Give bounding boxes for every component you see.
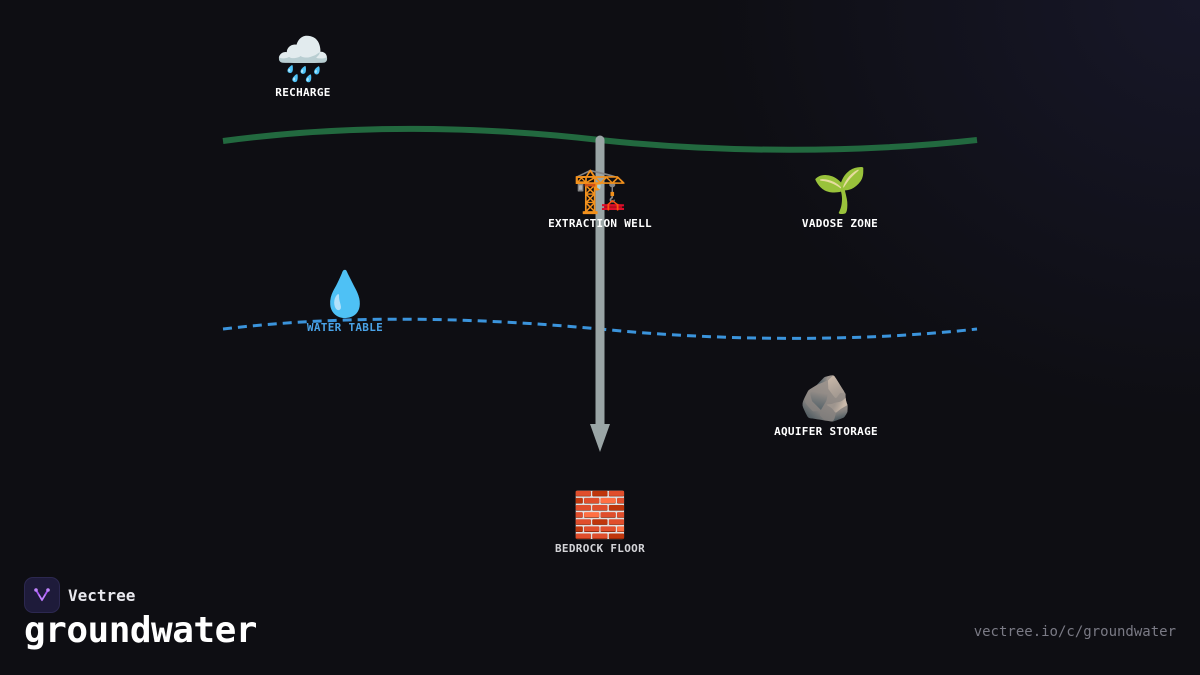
brand-name: Vectree xyxy=(68,585,136,605)
node-label-recharge: RECHARGE xyxy=(275,86,331,99)
node-label-water-table: WATER TABLE xyxy=(306,321,384,334)
node-bedrock-floor: 🧱 BEDROCK FLOOR xyxy=(555,490,645,555)
node-label-bedrock-floor: BEDROCK FLOOR xyxy=(555,542,645,555)
node-water-table: 💧 WATER TABLE xyxy=(307,269,383,334)
seedling-icon: 🌱 xyxy=(812,165,868,216)
vectree-logo-icon xyxy=(24,577,60,613)
node-aquifer-storage: 🪨 AQUIFER STORAGE xyxy=(774,373,878,438)
brand[interactable]: Vectree xyxy=(24,577,135,613)
rock-icon: 🪨 xyxy=(798,373,854,424)
node-label-aquifer-storage: AQUIFER STORAGE xyxy=(774,425,878,438)
node-extraction-well: 🏗️ EXTRACTION WELL xyxy=(548,165,652,230)
page-url[interactable]: vectree.io/c/groundwater xyxy=(973,624,1176,640)
node-label-extraction-well: EXTRACTION WELL xyxy=(548,217,652,230)
node-label-vadose-zone: VADOSE ZONE xyxy=(801,217,879,230)
node-recharge: 🌧️ RECHARGE xyxy=(275,34,330,99)
brick-icon: 🧱 xyxy=(572,490,628,541)
page-title: groundwater xyxy=(24,610,257,651)
rain-cloud-icon: 🌧️ xyxy=(275,34,331,85)
crane-icon: 🏗️ xyxy=(572,165,628,216)
node-vadose-zone: 🌱 VADOSE ZONE xyxy=(802,165,878,230)
droplet-icon: 💧 xyxy=(317,269,373,320)
well-shaft-arrowhead xyxy=(590,424,610,452)
